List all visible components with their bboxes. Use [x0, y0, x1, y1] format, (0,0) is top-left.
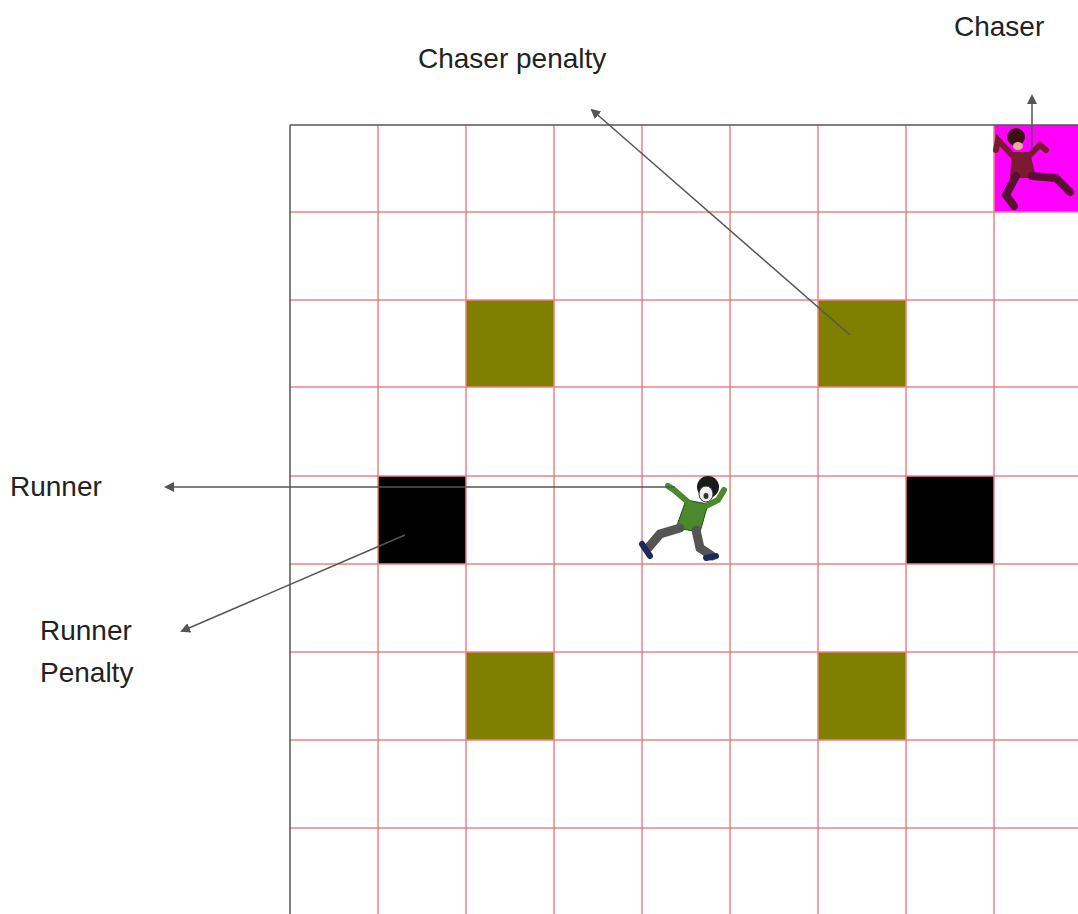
runner-penalty-label: Runner Penalty: [40, 610, 170, 694]
chaser-penalty-cell: [466, 652, 554, 740]
chaser-penalty-cell: [818, 300, 906, 387]
runner-label: Runner: [10, 466, 150, 508]
leader-arrow: [166, 486, 675, 488]
leader-arrow: [592, 110, 850, 335]
grid-border: [289, 125, 291, 914]
leader-arrow: [182, 535, 405, 631]
leader-lines: [166, 96, 1032, 631]
chaser-label: Chaser: [954, 6, 1072, 48]
chaser-cell: [994, 125, 1078, 212]
chaser-penalty-label: Chaser penalty: [418, 38, 678, 80]
chaser-penalty-cell: [818, 652, 906, 740]
chaser-figure: [996, 128, 1070, 206]
runner-penalty-cell: [906, 476, 994, 564]
runner-figure: [642, 476, 724, 558]
leader-arrow: [1031, 96, 1033, 150]
chaser-penalty-cell: [466, 300, 554, 387]
grid-lines: [290, 125, 1078, 914]
runner-penalty-cell: [378, 476, 466, 564]
grid-border: [290, 124, 1078, 126]
